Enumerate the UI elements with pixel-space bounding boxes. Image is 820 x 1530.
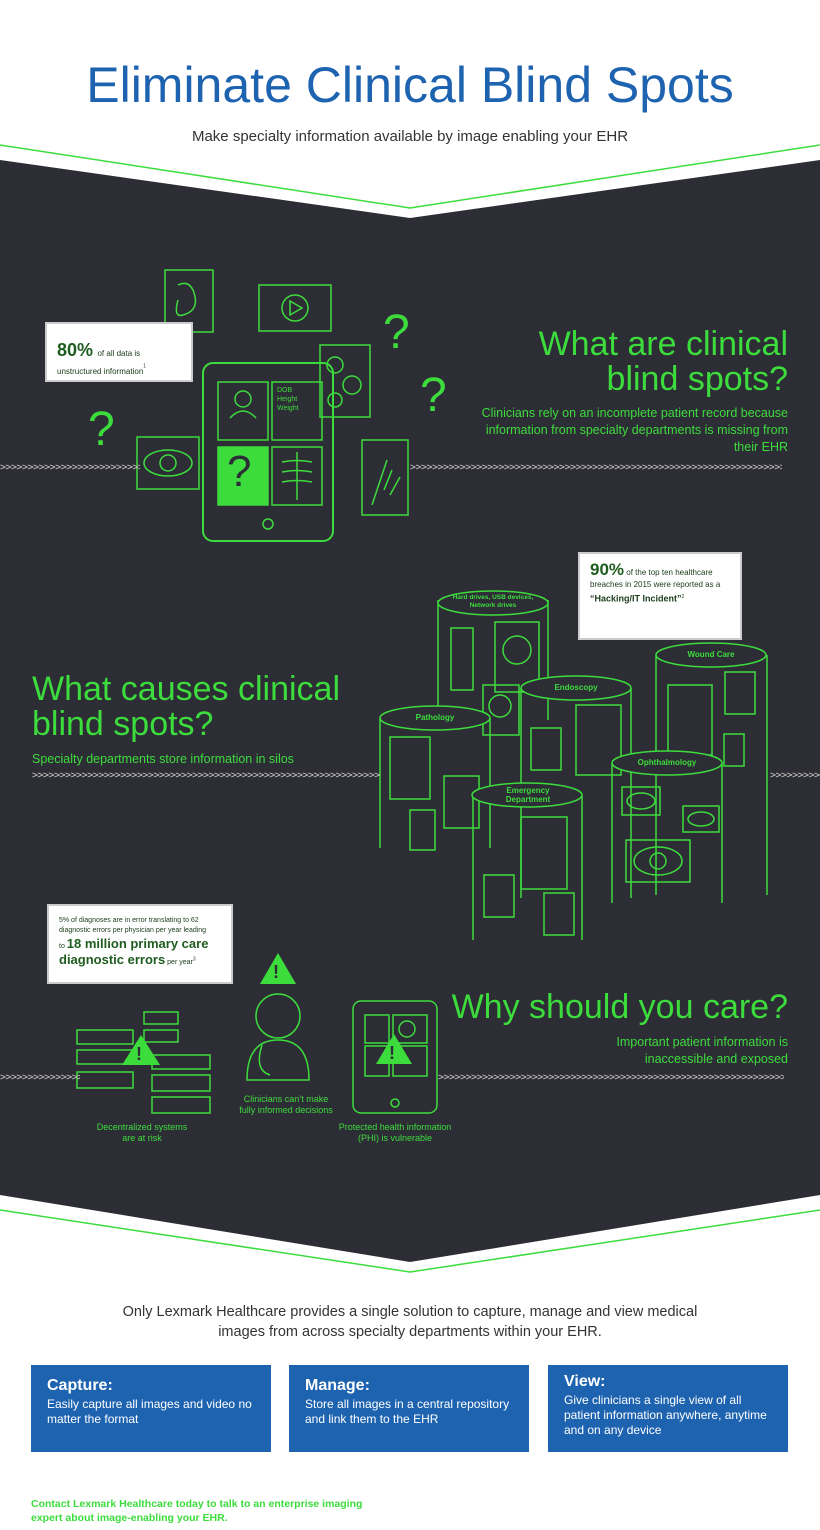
arrow-row: >>>>>>>>>>>>>>>>>>>>>>>>>>>>>>>>>>>>>>>>… — [32, 770, 380, 781]
page-subtitle: Make specialty information available by … — [191, 128, 629, 145]
stat-to: to — [59, 943, 65, 950]
silo-label-endoscopy: Endoscopy — [554, 683, 598, 692]
box-text: Easily capture all images and video no m… — [47, 1397, 252, 1426]
box-text: Give clinicians a single view of all pat… — [564, 1393, 767, 1437]
tablet-fields: DOB Height Weight — [277, 386, 299, 413]
silo-label-ophthalmology: Ophthalmology — [637, 758, 697, 767]
stat-bubble-errors: 5% of diagnoses are in error translating… — [47, 904, 233, 984]
stat-emphasis: “Hacking/IT Incident” — [590, 593, 682, 604]
section2-silos — [379, 590, 768, 940]
page-title: Eliminate Clinical Blind Spots — [86, 57, 734, 113]
stat-tail: per year — [167, 959, 193, 966]
tablet-field: DOB — [277, 387, 293, 394]
warning-icon: ! — [136, 1044, 142, 1064]
box-title: Capture: — [47, 1377, 113, 1394]
box-text: Store all images in a central repository… — [305, 1397, 510, 1426]
box-title: Manage: — [305, 1377, 370, 1394]
section2-description: Specialty departments store information … — [32, 752, 294, 766]
arrow-row: >>>>>>>>>>>>>>>>>>>>>>>>>>>>>>>>>>>>>>>>… — [0, 1072, 80, 1083]
question-mark-icon: ? — [383, 306, 410, 359]
arrow-row: >>>>>>>>>>>>>>>>>>>>>>>>>>>>>>>>>>>>>>>>… — [770, 770, 820, 781]
stat-bubble-90: 90% of the top ten healthcare breaches i… — [578, 552, 742, 640]
stat-lead: 5% of diagnoses are in error translating… — [59, 917, 207, 934]
silo-label-pathology: Pathology — [415, 713, 455, 722]
tablet-field: Weight — [277, 405, 299, 412]
section3-heading: Why should you care? — [451, 988, 788, 1026]
stat-value: 90% — [590, 560, 625, 579]
silo-label-emergency: Emergency Department — [505, 786, 551, 804]
stat-text: of all data is unstructured information — [57, 349, 144, 376]
warning-icon: ! — [389, 1043, 395, 1063]
section3-illustration — [76, 993, 438, 1114]
question-mark-icon: ? — [420, 369, 447, 422]
arrow-row: >>>>>>>>>>>>>>>>>>>>>>>>>>>>>>>>>>>>>>>>… — [410, 462, 782, 473]
caption-systems: Decentralized systems are at risk — [96, 1122, 188, 1143]
footer-cta[interactable]: Contact Lexmark Healthcare today to talk… — [31, 1498, 363, 1524]
box-title: View: — [564, 1373, 606, 1390]
question-mark-icon: ? — [88, 403, 115, 456]
footnote-marker: 1 — [143, 363, 147, 370]
solution-intro: Only Lexmark Healthcare provides a singl… — [122, 1304, 698, 1340]
section1-description: Clinicians rely on an incomplete patient… — [481, 406, 788, 454]
section2-heading: What causes clinical blind spots? — [32, 670, 341, 743]
view-box: View: Give clinicians a single view of a… — [548, 1365, 788, 1452]
capture-box: Capture: Easily capture all images and v… — [31, 1365, 271, 1452]
section3-description: Important patient information is inacces… — [616, 1035, 788, 1066]
stat-value: 80% — [57, 340, 94, 360]
caption-clinicians: Clinicians can’t make fully informed dec… — [239, 1094, 333, 1115]
section1-heading: What are clinical blind spots? — [538, 325, 788, 398]
stat-value: 18 million primary care diagnostic error… — [59, 936, 209, 967]
warning-icon: ! — [273, 962, 279, 982]
stat-bubble-80: 80% of all data is unstructured informat… — [45, 322, 193, 382]
manage-box: Manage: Store all images in a central re… — [289, 1365, 529, 1452]
silo-label-storage: Hard drives, USB devices, Network drives — [452, 594, 534, 609]
footnote-marker: 2 — [681, 594, 685, 600]
question-mark-icon: ? — [227, 447, 252, 496]
arrow-row: >>>>>>>>>>>>>>>>>>>>>>>>>>>>>>>>>>>>>>>>… — [0, 462, 140, 473]
footnote-marker: 3 — [192, 956, 196, 963]
caption-phi: Protected health information (PHI) is vu… — [338, 1122, 452, 1143]
tablet-field: Height — [277, 396, 298, 403]
arrow-row: >>>>>>>>>>>>>>>>>>>>>>>>>>>>>>>>>>>>>>>>… — [438, 1072, 784, 1083]
stat-text: of the top ten healthcare breaches in 20… — [590, 568, 721, 589]
silo-label-wound-care: Wound Care — [687, 650, 735, 659]
section1-illustration — [136, 269, 409, 542]
warning-icons — [122, 953, 412, 1065]
